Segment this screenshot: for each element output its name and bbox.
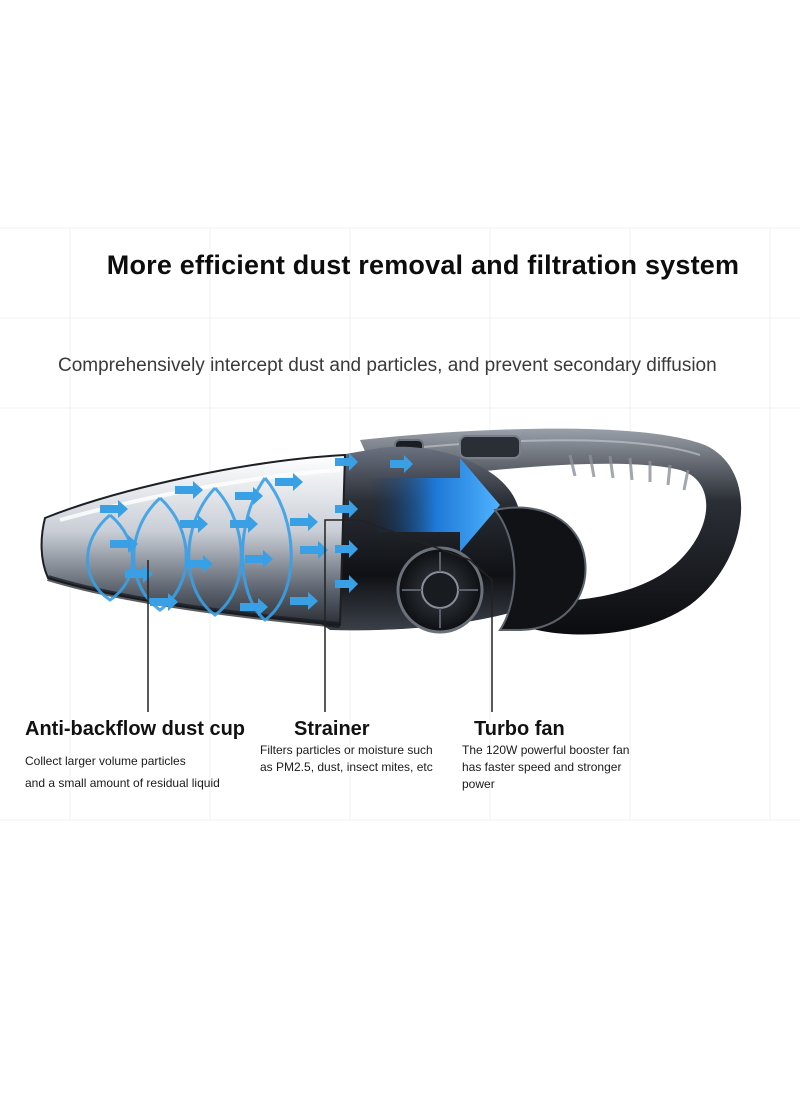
feature-desc-turbo-fan: The 120W powerful booster fan has faster… <box>462 742 629 793</box>
feature-title-strainer: Strainer <box>294 718 370 740</box>
feature-desc-line: and a small amount of residual liquid <box>25 776 220 790</box>
feature-desc-line: Collect larger volume particles <box>25 754 186 768</box>
page-subtitle: Comprehensively intercept dust and parti… <box>58 355 717 376</box>
feature-desc-line: has faster speed and stronger <box>462 760 622 774</box>
handheld-vacuum-illustration <box>40 428 742 712</box>
feature-desc-line: Filters particles or moisture such <box>260 743 433 757</box>
feature-desc-line: power <box>462 777 495 791</box>
feature-desc-strainer: Filters particles or moisture such as PM… <box>260 742 433 776</box>
feature-desc-dust-cup: Collect larger volume particles and a sm… <box>25 750 220 794</box>
feature-desc-line: as PM2.5, dust, insect mites, etc <box>260 760 433 774</box>
feature-title-turbo-fan: Turbo fan <box>474 718 565 740</box>
page-title: More efficient dust removal and filtrati… <box>106 250 740 280</box>
feature-desc-line: The 120W powerful booster fan <box>462 743 630 757</box>
feature-title-dust-cup: Anti-backflow dust cup <box>25 718 245 740</box>
